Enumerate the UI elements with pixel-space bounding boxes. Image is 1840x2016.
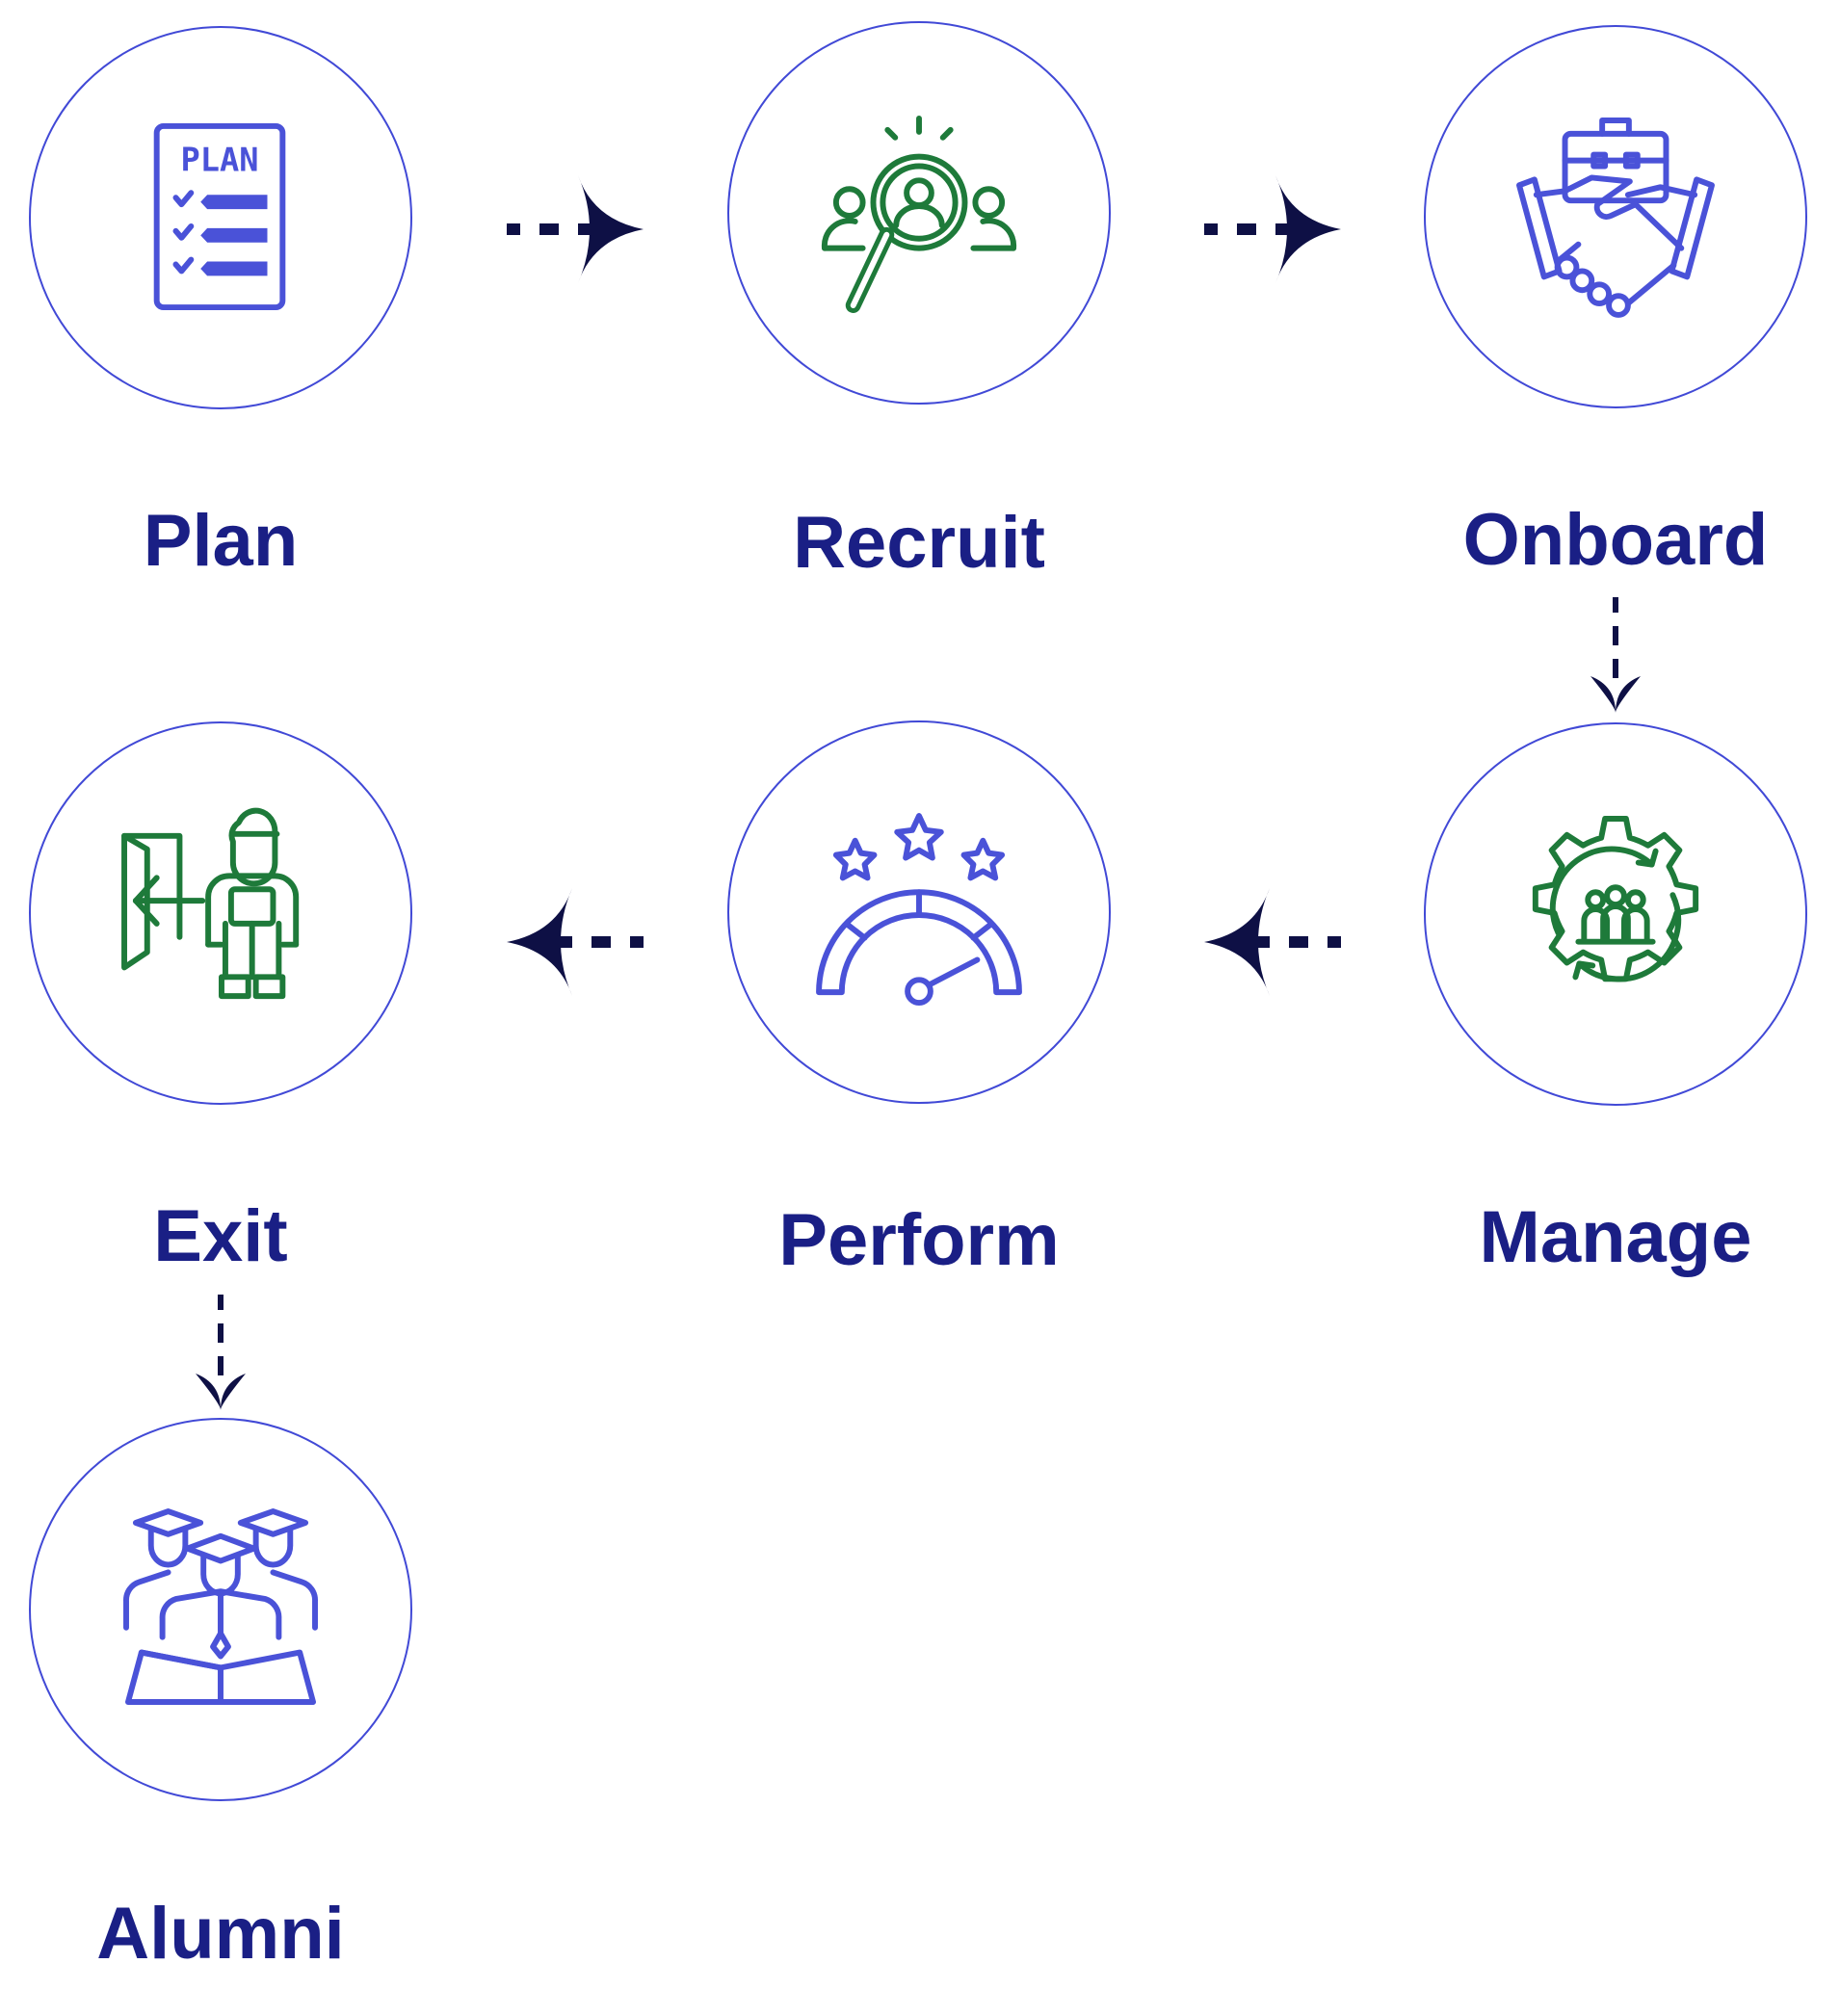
flow-arrow-perform-exit (507, 888, 644, 996)
stage-label-onboard: Onboard (1462, 499, 1769, 581)
recruit-search-icon (821, 116, 1017, 313)
stage-label-plan: Plan (143, 500, 299, 582)
flow-arrow-recruit-onboard (1204, 175, 1341, 283)
exit-circle (29, 721, 412, 1105)
handshake-icon (1516, 118, 1715, 318)
perform-circle (727, 720, 1111, 1104)
exit-door-icon (121, 807, 300, 1000)
graduates-icon (123, 1508, 318, 1705)
manage-circle (1424, 722, 1807, 1106)
stage-label-alumni: Alumni (96, 1893, 345, 1975)
onboard-circle (1424, 25, 1807, 408)
stage-label-manage: Manage (1479, 1196, 1752, 1278)
flow-arrow-plan-recruit (507, 175, 644, 283)
stage-label-recruit: Recruit (793, 502, 1045, 584)
plan-icon-text: PLAN (181, 141, 259, 178)
stage-label-exit: Exit (153, 1195, 288, 1277)
flow-arrow-manage-perform (1204, 888, 1341, 996)
flow-arrow-onboard-manage (1590, 597, 1641, 713)
gear-team-icon (1532, 816, 1699, 982)
plan-checklist-icon: PLAN (153, 122, 286, 311)
recruit-circle (727, 21, 1111, 405)
performance-gauge-icon (816, 813, 1022, 1007)
flow-arrow-exit-alumni (196, 1295, 246, 1410)
stage-label-perform: Perform (778, 1199, 1060, 1281)
alumni-circle (29, 1418, 412, 1801)
plan-circle: PLAN (29, 26, 412, 409)
